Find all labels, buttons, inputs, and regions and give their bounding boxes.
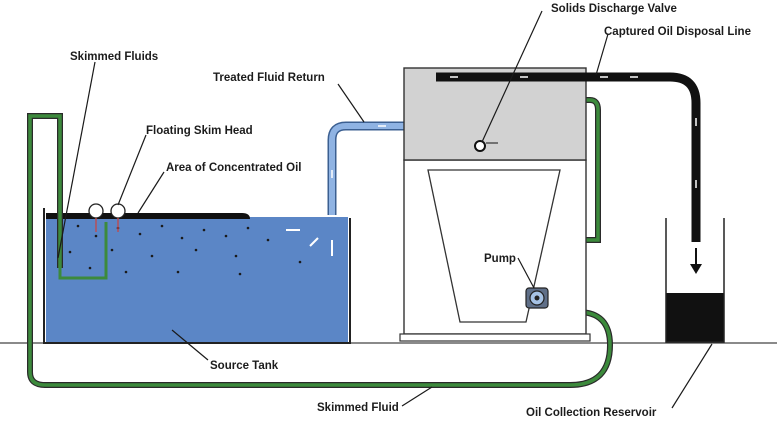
flow-arrow-icon: [331, 125, 386, 178]
pump-icon: [525, 287, 549, 309]
label-area-concentrated-oil: Area of Concentrated Oil: [166, 162, 301, 174]
label-oil-collection-reservoir: Oil Collection Reservoir: [526, 407, 657, 419]
flow-arrow-icon: [690, 248, 702, 274]
label-treated-fluid-return: Treated Fluid Return: [213, 72, 325, 84]
oil-collection-reservoir: [665, 218, 725, 343]
skim-intake-line: [58, 222, 108, 280]
flow-arrow-icon: [450, 76, 697, 188]
separator-base: [399, 333, 591, 342]
oil-droplets: [58, 224, 302, 276]
valve-icon: [474, 140, 498, 152]
captured-oil-disposal-line: [436, 72, 701, 242]
label-captured-oil-disposal-line: Captured Oil Disposal Line: [604, 26, 751, 38]
label-floating-skim-head: Floating Skim Head: [146, 125, 253, 137]
skimmed-fluid-hose-inner: [28, 114, 612, 387]
label-skimmed-fluid: Skimmed Fluid: [317, 402, 399, 414]
concentrated-oil-layer: [46, 213, 250, 219]
source-tank: [43, 208, 351, 344]
source-tank-wall: [43, 208, 351, 344]
label-solids-discharge-valve: Solids Discharge Valve: [551, 3, 677, 15]
label-source-tank: Source Tank: [210, 360, 279, 372]
circulation-arrows: [286, 229, 333, 256]
leader-lines: [57, 10, 713, 409]
source-tank-water: [46, 217, 348, 343]
label-pump: Pump: [484, 253, 516, 265]
collected-oil: [666, 293, 724, 342]
label-skimmed-fluids: Skimmed Fluids: [70, 51, 158, 63]
treated-fluid-return-pipe-inner: [329, 123, 404, 215]
reservoir-wall: [665, 218, 725, 343]
separator-unit: [399, 67, 591, 342]
separator-cone: [427, 169, 561, 323]
treated-fluid-return-pipe: [327, 121, 404, 215]
